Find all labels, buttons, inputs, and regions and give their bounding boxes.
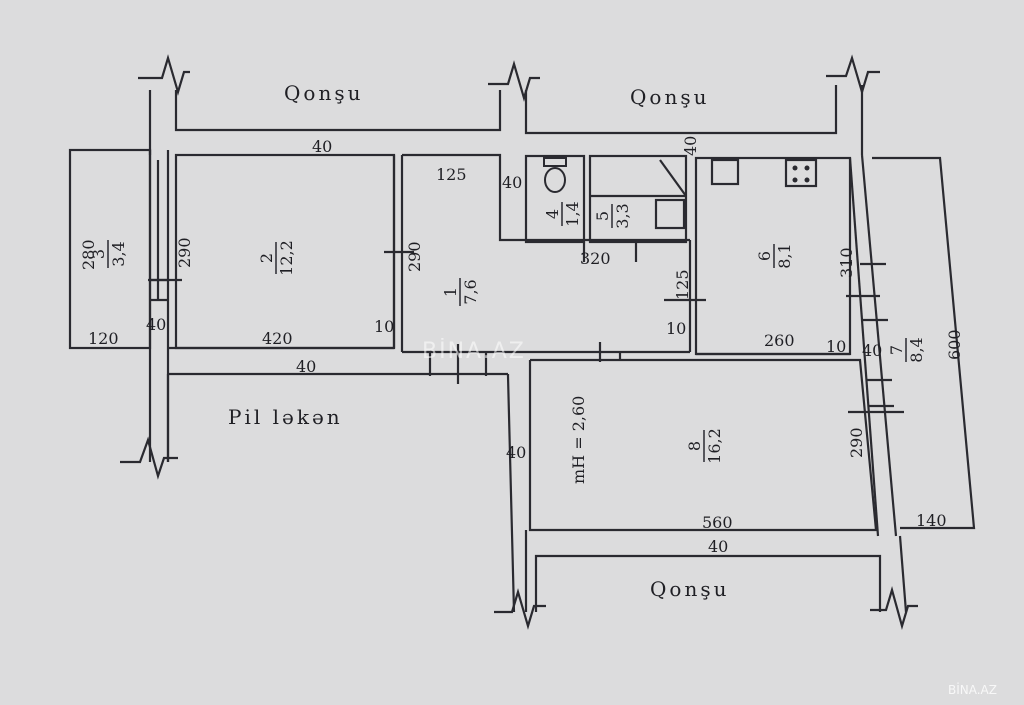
wall-bottom-right: [898, 535, 908, 613]
room-4-area: 1,4: [563, 201, 582, 226]
room-1-area: 7,6: [461, 279, 480, 304]
dim-wc-wall: 40: [502, 173, 522, 192]
break-mark-left: [120, 436, 178, 480]
break-mark-top-center: [488, 60, 540, 102]
break-mark-bottom-right: [870, 586, 918, 630]
kitchen-stove: [784, 158, 818, 188]
stove-burners: [792, 165, 810, 183]
room-3-area: 3,4: [109, 241, 128, 266]
break-mark-top-left: [138, 54, 190, 96]
dim-balcony-left-height: 280: [79, 239, 98, 270]
dim-balcony-right-length: 600: [945, 329, 964, 360]
sink-box: [654, 198, 686, 230]
dim-room1-top: 125: [436, 165, 467, 184]
wall-top-right: [524, 85, 838, 135]
label-neighbor-top-left: Qonşu: [284, 81, 363, 105]
watermark-corner: BİNA.AZ: [948, 682, 997, 697]
room-2-number: 2: [257, 253, 276, 263]
wall-right-outer-2: [860, 154, 898, 537]
dim-room8-width: 560: [702, 513, 733, 532]
kitchen-sink: [710, 158, 740, 186]
room-label-4: 4 1,4: [543, 201, 582, 226]
label-stairs: Pil ləkən: [228, 405, 343, 429]
room-4-outline: [524, 154, 586, 244]
room-7-number: 7: [887, 345, 906, 355]
label-ceiling-height: mH = 2,60: [569, 396, 588, 484]
watermark-center: BİNA.AZ: [422, 338, 526, 364]
dim-balcony-left-wall: 40: [146, 315, 166, 334]
room-label-7: 7 8,4: [887, 337, 926, 362]
room-5-outline: [588, 154, 688, 244]
room-label-5: 5 3,3: [593, 203, 632, 228]
room-6-area: 8,1: [775, 243, 794, 268]
room-3-number: 3: [89, 249, 108, 259]
dim-wet-rooms-width: 320: [580, 249, 611, 268]
room-5-number: 5: [593, 211, 612, 221]
dim-room1-height: 290: [405, 241, 424, 272]
room-label-6: 6 8,1: [755, 243, 794, 268]
room-label-3: 3 3,4: [89, 240, 128, 268]
room-4-number: 4: [543, 209, 562, 219]
room-label-1: 1 7,6: [441, 278, 480, 306]
dim-room2-wall-bottom: 40: [296, 357, 316, 376]
wall-bottom: [534, 554, 882, 612]
room-5-area: 3,3: [613, 203, 632, 228]
dim-corridor-wall: 40: [506, 443, 526, 462]
dim-room8-bottom-wall: 40: [708, 537, 728, 556]
dim-room1-partition-b: 10: [666, 319, 686, 338]
dim-room6-width: 260: [764, 331, 795, 350]
balcony-right: [872, 156, 976, 530]
room-1-number: 1: [441, 287, 460, 297]
room-1-top: [402, 153, 690, 242]
dim-room6-height: 310: [837, 247, 856, 278]
dim-top-wall-left: 40: [312, 137, 332, 156]
walls: [68, 54, 976, 630]
dim-room1-partition-a: 10: [374, 317, 394, 336]
room-2-area: 12,2: [277, 240, 296, 276]
dim-balcony-left-width: 120: [88, 329, 119, 348]
dim-right-wall: 40: [862, 341, 882, 360]
break-mark-top-right: [826, 54, 880, 96]
label-neighbor-top-right: Qonşu: [630, 85, 709, 109]
dim-room8-height: 290: [847, 427, 866, 458]
room-label-2: 2 12,2: [257, 240, 296, 276]
room-8-outline: [528, 358, 878, 532]
room-7-area: 8,4: [907, 337, 926, 362]
label-neighbor-bottom: Qonşu: [650, 577, 729, 601]
room-8-area: 16,2: [705, 428, 724, 464]
room-8-number: 8: [685, 441, 704, 451]
dim-room2-width: 420: [262, 329, 293, 348]
room-6-number: 6: [755, 251, 774, 261]
wall-top-left: [174, 90, 502, 132]
bath-diagonal: [659, 159, 687, 197]
toilet-icon: [543, 157, 567, 193]
dim-room2-height: 290: [175, 237, 194, 268]
dim-room6-partition: 10: [826, 337, 846, 356]
room-label-8: 8 16,2: [685, 428, 724, 464]
dim-balcony-right-width: 140: [916, 511, 947, 530]
break-mark-bottom-center: [494, 588, 546, 630]
wall-right-outer: [848, 157, 880, 537]
stair-right-wall: [506, 374, 516, 613]
dim-top-wall-right: 40: [681, 136, 700, 156]
dim-room1-right: 125: [673, 269, 692, 300]
